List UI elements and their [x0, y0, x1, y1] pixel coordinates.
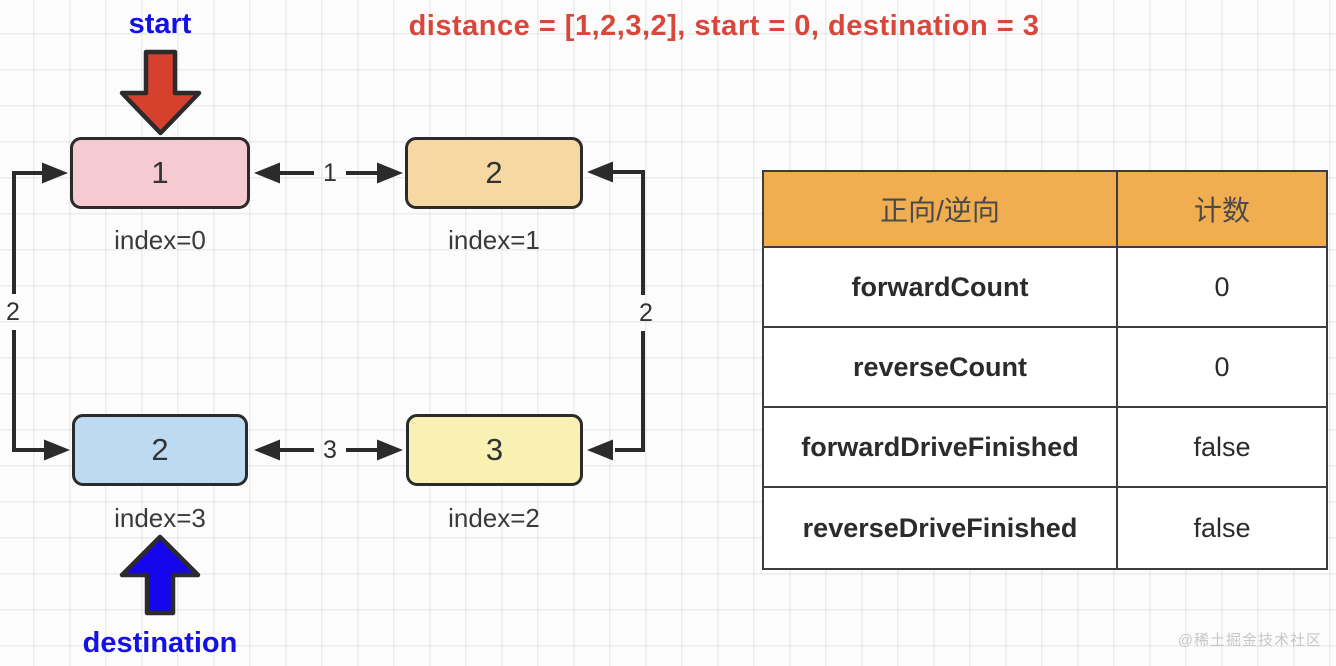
node-index-0: 1: [70, 137, 250, 209]
destination-label: destination: [82, 627, 238, 659]
table-row-name: forwardDriveFinished: [764, 408, 1118, 488]
start-arrow-icon: [119, 49, 202, 136]
state-table: 正向/逆向 计数 forwardCount 0 reverseCount 0 f…: [762, 170, 1328, 570]
watermark: @稀土掘金技术社区: [1177, 632, 1322, 649]
node-index-0-caption: index=0: [114, 225, 206, 255]
node-index-1-value: 2: [485, 155, 503, 190]
node-index-3-caption: index=3: [114, 503, 206, 533]
node-index-3: 2: [72, 414, 248, 486]
table-row-value: 0: [1118, 328, 1326, 408]
table-header-count: 计数: [1118, 172, 1326, 248]
node-index-1-caption: index=1: [448, 225, 540, 255]
node-index-1: 2: [405, 137, 583, 209]
node-index-3-value: 2: [151, 432, 169, 467]
table-row-value: 0: [1118, 248, 1326, 328]
node-index-2: 3: [406, 414, 583, 486]
edge-weight-bottom: 3: [323, 435, 337, 464]
table-row-value: false: [1193, 512, 1251, 543]
edge-weight-right: 2: [639, 298, 653, 327]
edge-weight-left: 2: [6, 297, 20, 326]
table-row-name: forwardCount: [764, 248, 1118, 328]
node-index-2-value: 3: [485, 432, 504, 467]
table-row-name: reverseCount: [764, 328, 1118, 408]
table-row-name: reverseDriveFinished: [764, 488, 1118, 568]
edge-weight-top: 1: [323, 158, 337, 187]
node-index-2-caption: index=2: [448, 503, 540, 533]
start-label: start: [128, 8, 192, 40]
node-index-0-value: 1: [151, 155, 169, 190]
destination-arrow-icon: [119, 534, 201, 616]
table-row-value: false: [1118, 408, 1326, 488]
problem-statement: distance = [1,2,3,2], start = 0, destina…: [408, 10, 1040, 42]
table-header-direction: 正向/逆向: [764, 172, 1118, 248]
